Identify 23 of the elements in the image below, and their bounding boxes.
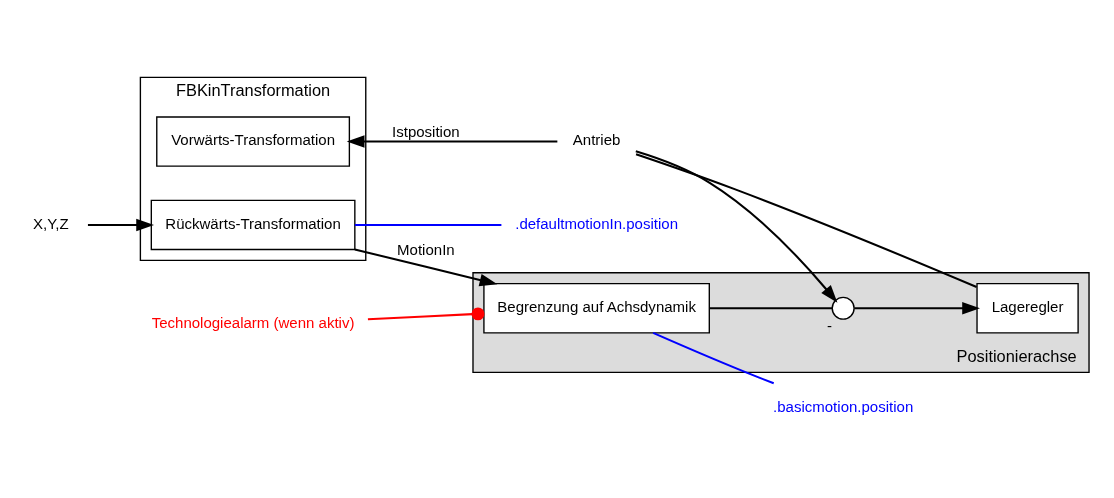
node-box: Lageregler: [976, 282, 1079, 333]
node-text: Antrieb: [572, 130, 621, 148]
connector: [367, 306, 485, 320]
node-text: .basicmotion.position: [773, 397, 914, 415]
arrow: [87, 218, 155, 231]
node-label: -: [827, 316, 833, 334]
node-box: Rückwärts-Transformation: [150, 199, 356, 250]
arrow: [346, 134, 558, 148]
connector: [635, 152, 977, 288]
edge-label: MotionIn: [397, 240, 455, 258]
arrow: [354, 247, 498, 286]
edge-label: Istposition: [392, 122, 460, 140]
node-text: X,Y,Z: [33, 214, 69, 232]
connector: [354, 223, 502, 226]
connector: [652, 331, 775, 384]
node-text: .defaultmotionIn.position: [515, 214, 678, 232]
node-box: Vorwärts-Transformation: [156, 115, 351, 167]
arrow: [635, 149, 838, 303]
node-box: Begrenzung auf Achsdynamik: [483, 282, 710, 333]
node-circle: [831, 296, 855, 320]
connector: [709, 306, 833, 309]
arrow: [854, 301, 980, 314]
node-text: Technologiealarm (wenn aktiv): [151, 313, 355, 331]
